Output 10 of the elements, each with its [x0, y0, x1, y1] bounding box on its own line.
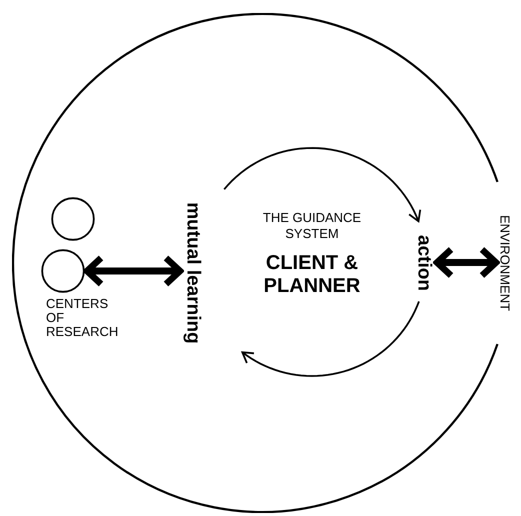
- cycle-arrow: [224, 147, 422, 222]
- arc-label: action: [414, 234, 434, 290]
- double-arrow: [434, 246, 500, 279]
- cycle-arrow: [241, 301, 420, 377]
- node-caption: CENTERS OF RESEARCH: [46, 297, 118, 339]
- system-title: CLIENT & PLANNER: [262, 252, 362, 298]
- circle-label: ENVIRONMENT: [498, 214, 512, 312]
- arc-label: mutual learning: [184, 202, 202, 344]
- system-heading: THE GUIDANCE SYSTEM: [262, 210, 362, 242]
- double-arrow: [84, 254, 184, 288]
